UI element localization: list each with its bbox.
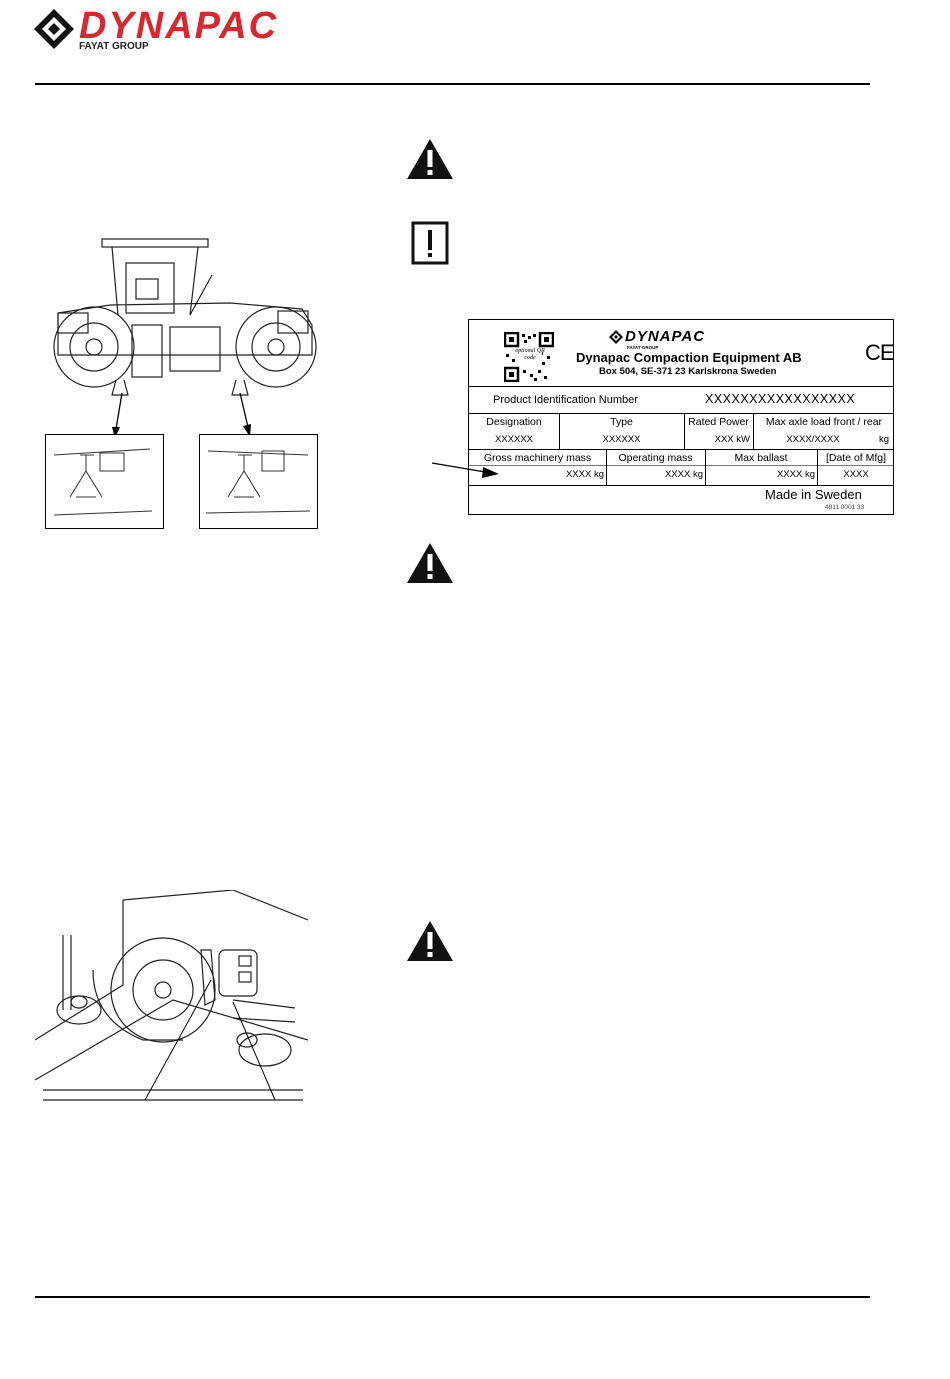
operating-mass-label: Operating mass xyxy=(618,452,693,464)
lifting-points-illustration xyxy=(34,890,308,1101)
designation-value: XXXXXX xyxy=(494,434,534,445)
product-identification-plate: optional QR code DYNAPAC FAYAT GROUP Dyn… xyxy=(468,319,895,515)
max-axle-label: Max axle load front / rear xyxy=(765,416,883,428)
notice-exclamation-icon xyxy=(411,221,449,265)
plate-rule xyxy=(469,449,893,450)
gross-mass-label: Gross machinery mass xyxy=(483,452,592,464)
plate-rule xyxy=(469,485,893,486)
plate-brand-sub: FAYAT GROUP xyxy=(627,345,659,350)
footer-rule xyxy=(35,1296,870,1298)
pin-value: XXXXXXXXXXXXXXXXX xyxy=(705,392,856,406)
plate-rule xyxy=(469,386,893,387)
gross-mass-value: XXXX kg xyxy=(565,469,604,480)
rated-power-value: XXX kW xyxy=(714,434,750,445)
header-rule xyxy=(35,83,870,85)
roller-jack-stands-illustration xyxy=(45,238,318,529)
max-axle-unit: kg xyxy=(879,434,890,445)
plate-rule xyxy=(469,413,893,414)
logo-brand-text: DYNAPAC xyxy=(79,5,279,47)
ce-mark: CE xyxy=(865,340,895,365)
dynapac-diamond-icon xyxy=(609,330,623,344)
pin-label: Product Identification Number xyxy=(493,394,638,406)
qr-code-icon xyxy=(504,332,554,382)
max-axle-value: XXXX/XXXX xyxy=(786,434,840,445)
made-in: Made in Sweden xyxy=(765,487,862,502)
logo-subtitle: FAYAT GROUP xyxy=(79,41,149,52)
designation-label: Designation xyxy=(486,416,542,428)
date-of-mfg-label: [Date of Mfg] xyxy=(825,452,887,464)
warning-triangle-icon xyxy=(407,543,453,583)
plate-part-number: 4811 0001 33 xyxy=(825,504,865,511)
dynapac-diamond-icon xyxy=(34,9,74,49)
type-value: XXXXXX xyxy=(602,434,641,445)
plate-callout-arrow xyxy=(431,462,499,478)
max-ballast-label: Max ballast xyxy=(734,452,788,464)
qr-placeholder-label: optional QR code xyxy=(515,348,545,361)
warning-triangle-icon xyxy=(407,921,453,961)
warning-triangle-icon xyxy=(407,139,453,179)
date-of-mfg-value: XXXX xyxy=(843,469,869,480)
operating-mass-value: XXXX kg xyxy=(664,469,703,480)
dynapac-logo: DYNAPAC FAYAT GROUP xyxy=(33,5,343,54)
plate-brand: DYNAPAC xyxy=(625,328,706,345)
type-label: Type xyxy=(610,416,633,428)
plate-company: Dynapac Compaction Equipment AB xyxy=(576,350,802,365)
max-ballast-value: XXXX kg xyxy=(776,469,815,480)
plate-address: Box 504, SE-371 23 Karlskrona Sweden xyxy=(599,366,777,377)
rated-power-label: Rated Power xyxy=(688,416,749,428)
